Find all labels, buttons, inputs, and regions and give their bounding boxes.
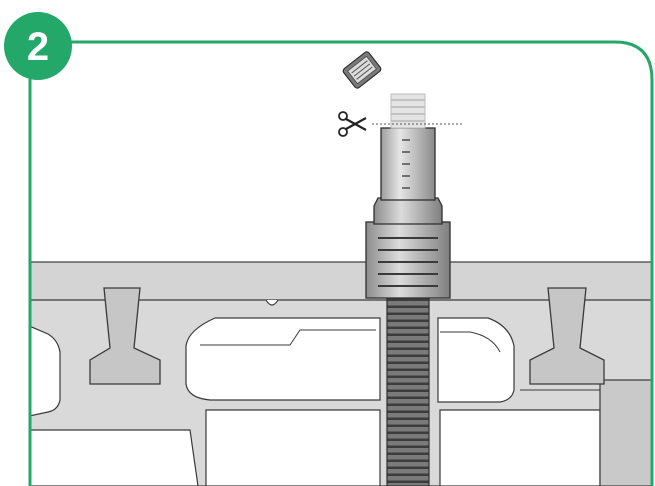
bottom-cavity-left (30, 429, 199, 486)
scissors-icon (338, 111, 367, 137)
bottom-cavity-right (439, 409, 601, 486)
step-badge: 2 (4, 12, 72, 80)
right-gasket (529, 287, 605, 385)
diagram-content (30, 93, 652, 486)
bottom-cavity-center (205, 409, 381, 486)
cutting-tool-icon (342, 51, 382, 89)
left-gasket (89, 287, 161, 385)
center-chamber (185, 317, 381, 401)
anchor-nut (373, 197, 443, 225)
step-number: 2 (27, 25, 49, 69)
right-chamber (437, 317, 515, 403)
threaded-rod (386, 295, 430, 486)
left-chamber (30, 321, 61, 419)
